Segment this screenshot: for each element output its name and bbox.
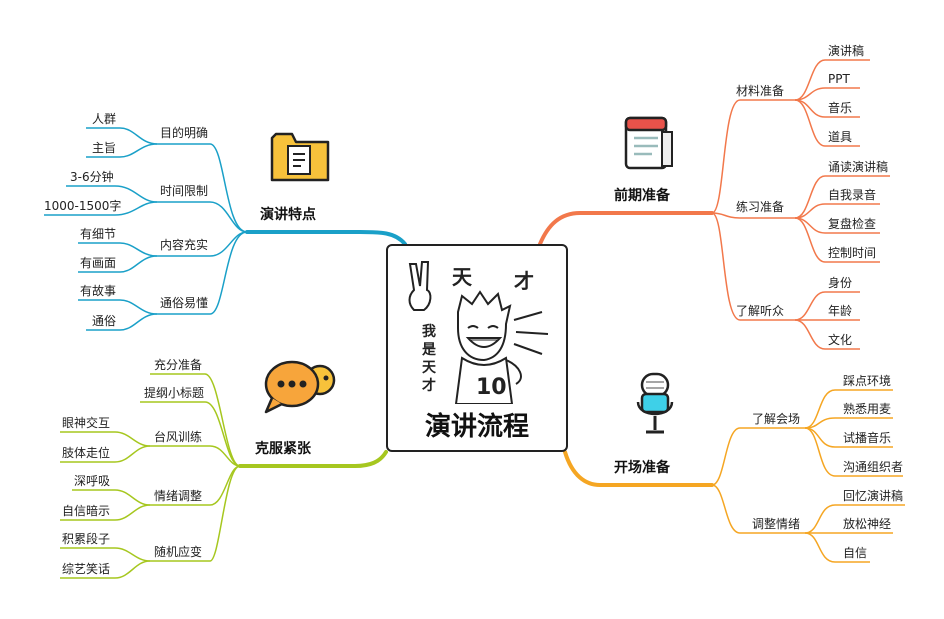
prep-item-materials[interactable]: 材料准备 [736, 84, 785, 98]
prep-leaf-identity[interactable]: 身份 [828, 276, 853, 290]
features-item-purpose[interactable]: 目的明确 [160, 126, 209, 140]
prep-leaf-age[interactable]: 年龄 [828, 304, 853, 318]
microphone-icon [636, 372, 674, 434]
nerves-leaf-variety[interactable]: 综艺笑话 [62, 562, 111, 576]
opening-leaf-recall[interactable]: 回忆演讲稿 [843, 489, 904, 503]
opening-leaf-organizer[interactable]: 沟通组织者 [843, 460, 904, 474]
branch-features-label[interactable]: 演讲特点 [260, 207, 316, 223]
prep-leaf-music[interactable]: 音乐 [828, 101, 853, 115]
badge-text-1: 天 [452, 265, 473, 289]
features-leaf-simple[interactable]: 通俗 [92, 314, 117, 328]
opening-item-mood[interactable]: 调整情绪 [752, 517, 801, 531]
prep-leaf-ppt[interactable]: PPT [828, 72, 850, 86]
document-icon [624, 116, 673, 170]
connector-opening-main [563, 450, 714, 487]
features-leaf-imagery[interactable]: 有画面 [80, 256, 117, 270]
prep-leaf-read[interactable]: 诵读演讲稿 [828, 160, 889, 174]
features-leaf-crowd[interactable]: 人群 [92, 112, 117, 126]
prep-leaf-record[interactable]: 自我录音 [828, 188, 877, 202]
nerves-leaf-confidence[interactable]: 自信暗示 [62, 504, 111, 518]
opening-leaf-confident[interactable]: 自信 [843, 546, 868, 560]
side-text-2: 是 [422, 342, 437, 358]
features-leaf-theme[interactable]: 主旨 [92, 141, 117, 155]
badge-text-2: 才 [514, 269, 534, 293]
connector-features-main [245, 230, 407, 246]
opening-leaf-relax[interactable]: 放松神经 [843, 517, 892, 531]
side-text-4: 才 [422, 377, 436, 394]
nerves-item-adapt[interactable]: 随机应变 [154, 545, 203, 559]
nerves-leaf-eye[interactable]: 眼神交互 [62, 416, 111, 430]
nerves-leaf-breath[interactable]: 深呼吸 [74, 474, 111, 488]
prep-leaf-culture[interactable]: 文化 [828, 333, 853, 347]
prep-leaf-script[interactable]: 演讲稿 [828, 44, 865, 58]
branch-nerves-label[interactable]: 克服紧张 [255, 441, 311, 457]
opening-leaf-mic[interactable]: 熟悉用麦 [843, 402, 892, 416]
side-text-1: 我 [422, 324, 436, 340]
prep-item-audience[interactable]: 了解听众 [736, 304, 785, 318]
features-item-plain[interactable]: 通俗易懂 [160, 296, 209, 310]
prep-item-practice[interactable]: 练习准备 [736, 200, 785, 214]
genius-kid-illustration: 天 才 10 我 是 天 才 [408, 261, 549, 404]
features-item-content[interactable]: 内容充实 [160, 238, 209, 252]
features-leaf-story[interactable]: 有故事 [80, 284, 117, 298]
nerves-item-prepare[interactable]: 充分准备 [154, 358, 203, 372]
prep-leaf-props[interactable]: 道具 [828, 130, 853, 144]
opening-leaf-site[interactable]: 踩点环境 [843, 374, 892, 388]
nerves-item-outline[interactable]: 提纲小标题 [144, 386, 205, 400]
central-topic-title: 演讲流程 [424, 412, 529, 442]
features-leaf-words[interactable]: 1000-1500字 [44, 199, 122, 213]
connector-prep-main [538, 211, 714, 246]
jersey-number: 10 [476, 375, 507, 400]
prep-leaf-review[interactable]: 复盘检查 [828, 217, 877, 231]
opening-item-venue[interactable]: 了解会场 [752, 412, 801, 426]
nerves-leaf-jokes[interactable]: 积累段子 [62, 532, 111, 546]
connector-nerves-main [238, 450, 388, 468]
features-leaf-minutes[interactable]: 3-6分钟 [70, 170, 114, 184]
branch-prep-label[interactable]: 前期准备 [614, 188, 670, 204]
nerves-item-stage[interactable]: 台风训练 [154, 430, 203, 444]
side-text-3: 天 [422, 360, 437, 376]
nerves-leaf-body[interactable]: 肢体走位 [62, 446, 111, 460]
branch-opening-label[interactable]: 开场准备 [614, 460, 670, 476]
features-item-time[interactable]: 时间限制 [160, 184, 209, 198]
folder-icon [270, 132, 330, 182]
central-topic[interactable]: 天 才 10 我 是 天 才 演讲流程 [386, 244, 568, 452]
opening-leaf-music-test[interactable]: 试播音乐 [843, 431, 892, 445]
features-leaf-details[interactable]: 有细节 [80, 227, 117, 241]
chat-bubbles-icon [264, 360, 336, 414]
prep-leaf-timing[interactable]: 控制时间 [828, 246, 877, 260]
nerves-item-emotion[interactable]: 情绪调整 [154, 489, 203, 503]
